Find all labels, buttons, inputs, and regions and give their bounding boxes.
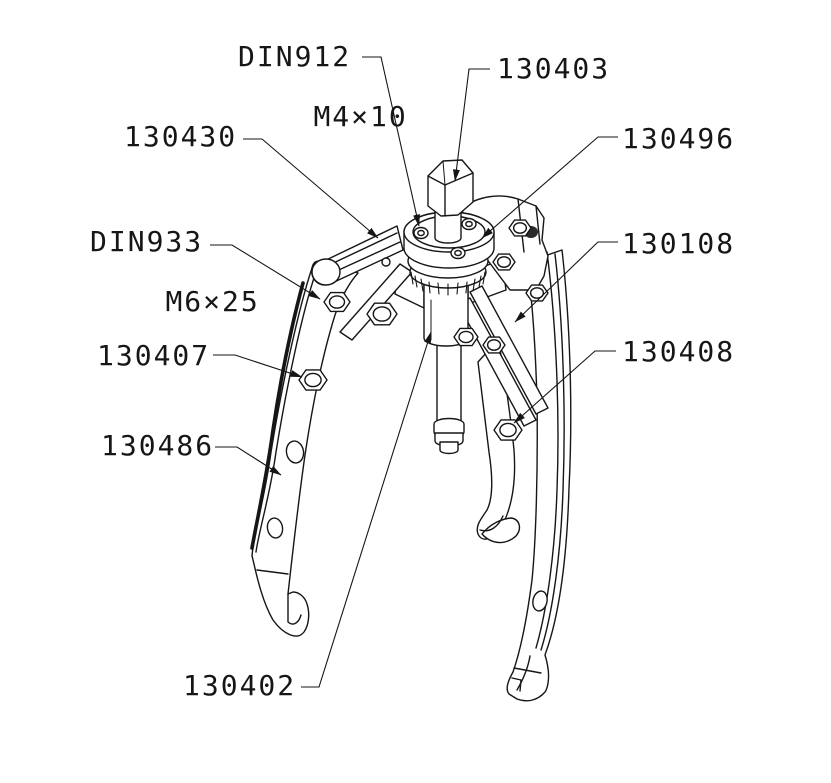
- part-label-130403: 130403: [497, 52, 611, 85]
- leader-130402: [301, 331, 432, 688]
- part-label-130108: 130108: [622, 227, 736, 260]
- part-label-130496: 130496: [622, 122, 736, 155]
- leader-130408: [513, 350, 616, 424]
- hex-nut-strap: [482, 336, 506, 354]
- flange-screws: [413, 217, 477, 260]
- fasteners: [298, 219, 549, 441]
- label-text: M4×10: [313, 100, 408, 133]
- hex-bolt-130407: [298, 369, 328, 391]
- label-text: DIN933: [90, 225, 204, 258]
- hex-nut-130408: [493, 419, 523, 441]
- left-arm: [311, 225, 404, 286]
- hex-nut-right-2: [525, 284, 549, 302]
- leader-130403: [452, 68, 490, 182]
- part-label-130408: 130408: [622, 335, 736, 368]
- leader-130496: [481, 136, 618, 239]
- label-text: M6×25: [165, 285, 260, 318]
- leader-130407: [213, 354, 303, 378]
- right-jaw: [506, 249, 572, 702]
- part-label-130407: 130407: [97, 339, 211, 372]
- hex-bolt-large: [366, 302, 398, 326]
- left-link-strap: [339, 263, 413, 341]
- serration-ticks: [410, 271, 486, 296]
- part-label-din912: DIN912 M4×10: [238, 42, 408, 132]
- part-label-din933: DIN933 M6×25: [90, 227, 260, 317]
- part-label-130430: 130430: [124, 120, 238, 153]
- cap-nut-upper: [508, 219, 532, 237]
- leader-130486: [215, 446, 282, 476]
- leader-din912: [362, 56, 420, 227]
- spindle-neck: [434, 209, 462, 244]
- leader-130430: [243, 138, 379, 239]
- hex-drive-head: [427, 159, 474, 217]
- part-label-130486: 130486: [101, 429, 215, 462]
- center-jaw: [476, 348, 521, 544]
- leader-din933: [210, 244, 321, 300]
- spindle-lower: [433, 329, 465, 455]
- part-label-130402: 130402: [183, 669, 297, 702]
- hex-nut-right-1: [492, 253, 516, 271]
- hex-nut-center: [453, 327, 479, 347]
- link-straps: [339, 263, 549, 427]
- left-jaw: [250, 261, 359, 637]
- spindle-tip: [439, 441, 459, 455]
- label-text: DIN912: [238, 40, 352, 73]
- leader-lines: [210, 56, 618, 688]
- hex-bolt-din933: [323, 291, 351, 313]
- puller-drawing: [250, 159, 572, 702]
- leader-130108: [514, 241, 618, 323]
